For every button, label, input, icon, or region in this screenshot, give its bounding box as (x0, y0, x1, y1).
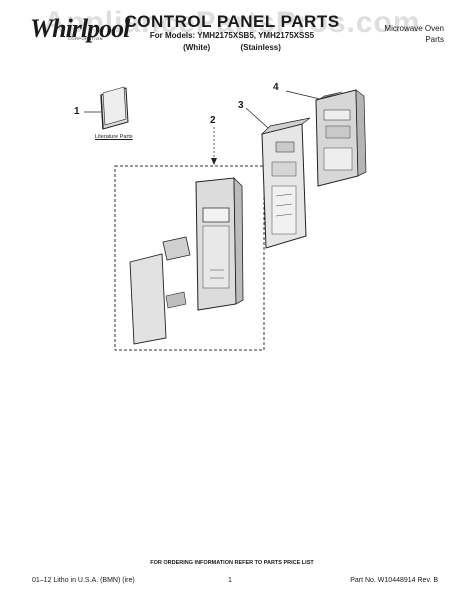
callout-1: 1 (74, 106, 80, 117)
product-line1: Microwave Oven (384, 24, 444, 33)
litho-info: 01–12 Litho in U.S.A. (BMN) (ire) (32, 577, 135, 584)
control-panel-bracket (315, 89, 367, 187)
control-panel-frame (195, 177, 244, 311)
literature-parts-booklet (100, 86, 129, 130)
membrane-keypad (129, 253, 187, 345)
product-line2: Parts (425, 35, 444, 44)
ordering-note: FOR ORDERING INFORMATION REFER TO PARTS … (150, 560, 314, 566)
product-type: Microwave Oven Parts (384, 23, 444, 45)
leader-arrow-2 (211, 158, 217, 165)
page-title: CONTROL PANEL PARTS (124, 12, 340, 31)
control-board (260, 117, 311, 249)
models-line: For Models: YMH2175XSB5, YMH2175XSS5 (149, 31, 315, 40)
brand-logo: Whirlpool (30, 14, 130, 43)
literature-parts-label: Literature Parts (95, 134, 133, 140)
callout-2: 2 (210, 115, 216, 126)
variant-stainless: (Stainless) (240, 43, 281, 52)
brand-logo-sub: CORPORATION (68, 36, 103, 41)
leader-line-3 (245, 107, 269, 129)
callout-4: 4 (273, 82, 279, 93)
leader-line-4 (285, 90, 321, 100)
page-number: 1 (228, 577, 232, 584)
display-window (162, 236, 191, 261)
callout-3: 3 (238, 100, 244, 111)
variant-labels: (White) (Stainless) (0, 43, 464, 52)
variant-white: (White) (183, 43, 211, 52)
assembly-box-2 (114, 165, 265, 351)
part-number: Part No. W10448914 Rev. B (350, 577, 438, 584)
